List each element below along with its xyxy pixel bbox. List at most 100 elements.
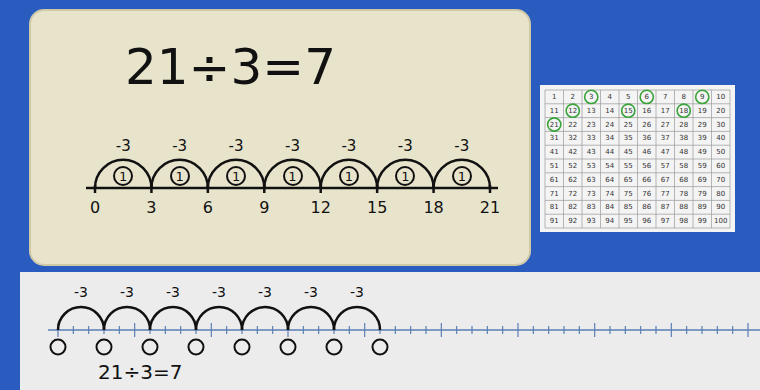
jump-arc xyxy=(377,160,433,188)
jump-label: -3 xyxy=(166,285,180,299)
chart-cell: 36 xyxy=(642,135,651,142)
chart-cell: 4 xyxy=(608,93,612,100)
chart-cell: 90 xyxy=(716,204,725,211)
grid-line xyxy=(693,90,694,228)
printed-tick xyxy=(134,323,135,337)
stop-circle xyxy=(97,340,112,355)
chart-cell: 49 xyxy=(698,149,707,156)
chart-cell: 37 xyxy=(661,135,670,142)
printed-tick xyxy=(487,326,488,334)
jump-arc xyxy=(104,307,150,330)
grid-line xyxy=(656,90,657,228)
chart-cell: 1 xyxy=(552,93,556,100)
chart-cell: 11 xyxy=(550,107,559,114)
chart-cell: 24 xyxy=(605,121,614,128)
count-circle: 1 xyxy=(395,166,415,186)
chart-cell: 48 xyxy=(679,149,688,156)
chart-cell: 81 xyxy=(550,204,559,211)
jump-arc xyxy=(208,160,264,188)
stop-circle xyxy=(51,340,66,355)
jump-arc xyxy=(150,307,196,330)
chart-cell: 58 xyxy=(679,162,688,169)
stop-circle xyxy=(281,340,296,355)
printed-tick xyxy=(456,326,457,334)
chart-cell: 85 xyxy=(624,204,633,211)
chart-cell: 17 xyxy=(661,107,670,114)
grid-line xyxy=(545,159,730,160)
grid-line xyxy=(711,90,712,228)
chart-cell: 98 xyxy=(679,218,688,225)
grid-line xyxy=(730,90,731,228)
printed-tick xyxy=(625,326,626,334)
chart-cell: 53 xyxy=(587,162,596,169)
count-circle: 1 xyxy=(113,166,133,186)
chart-cell: 57 xyxy=(661,162,670,169)
chart-cell: 100 xyxy=(714,218,727,225)
chart-cell: 35 xyxy=(624,135,633,142)
count-circle: 1 xyxy=(226,166,246,186)
tick-number: 6 xyxy=(203,200,213,216)
jump-arc xyxy=(242,307,288,330)
printed-tick xyxy=(640,326,641,334)
chart-cell: 63 xyxy=(587,176,596,183)
printed-tick xyxy=(211,323,212,337)
jump-arc xyxy=(434,160,490,188)
chart-cell: 20 xyxy=(716,107,725,114)
circle-number: 1 xyxy=(119,170,127,183)
green-circle xyxy=(640,90,653,103)
printed-tick xyxy=(502,326,503,334)
chart-cell: 21 xyxy=(550,121,559,128)
printed-tick xyxy=(609,326,610,334)
printed-tick xyxy=(318,326,319,334)
printed-tick xyxy=(517,323,518,337)
printed-tick xyxy=(594,323,595,337)
green-circle xyxy=(548,118,561,131)
chart-cell: 14 xyxy=(605,107,614,114)
printed-tick xyxy=(364,323,365,337)
tick-number: 18 xyxy=(423,200,443,216)
circle-number: 1 xyxy=(288,170,296,183)
chart-cell: 23 xyxy=(587,121,596,128)
chart-cell: 15 xyxy=(624,107,633,114)
printed-tick xyxy=(747,323,748,337)
green-circle xyxy=(696,90,709,103)
tick-number: 0 xyxy=(90,200,100,216)
chart-cell: 65 xyxy=(624,176,633,183)
chart-cell: 64 xyxy=(605,176,614,183)
chart-cell: 89 xyxy=(698,204,707,211)
printed-tick xyxy=(425,326,426,334)
chart-cell: 68 xyxy=(679,176,688,183)
grid-line xyxy=(545,186,730,187)
chart-cell: 13 xyxy=(587,107,596,114)
jump-arc xyxy=(264,160,320,188)
chart-cell: 47 xyxy=(661,149,670,156)
jump-label: -3 xyxy=(454,139,469,154)
chart-cell: 3 xyxy=(589,93,593,100)
chart-cell: 39 xyxy=(698,135,707,142)
chart-cell: 10 xyxy=(716,93,725,100)
chart-cell: 69 xyxy=(698,176,707,183)
green-circle xyxy=(677,104,690,117)
stop-circle xyxy=(373,340,388,355)
green-circle xyxy=(585,90,598,103)
jump-label: -3 xyxy=(350,285,364,299)
number-line xyxy=(86,187,498,190)
chart-cell: 77 xyxy=(661,190,670,197)
printed-tick xyxy=(686,326,687,334)
printed-tick xyxy=(701,326,702,334)
chart-cell: 83 xyxy=(587,204,596,211)
chart-cell: 32 xyxy=(568,135,577,142)
hundred-chart-grid xyxy=(545,90,730,228)
chart-cell: 38 xyxy=(679,135,688,142)
tick-number: 21 xyxy=(480,200,500,216)
printed-tick xyxy=(272,326,273,334)
printed-tick xyxy=(441,323,442,337)
jump-label: -3 xyxy=(74,285,88,299)
chart-cell: 87 xyxy=(661,204,670,211)
chart-cell: 75 xyxy=(624,190,633,197)
tick-number: 9 xyxy=(259,200,269,216)
tick-number: 3 xyxy=(146,200,156,216)
chart-cell: 33 xyxy=(587,135,596,142)
green-circle xyxy=(566,104,579,117)
chart-cell: 29 xyxy=(698,121,707,128)
